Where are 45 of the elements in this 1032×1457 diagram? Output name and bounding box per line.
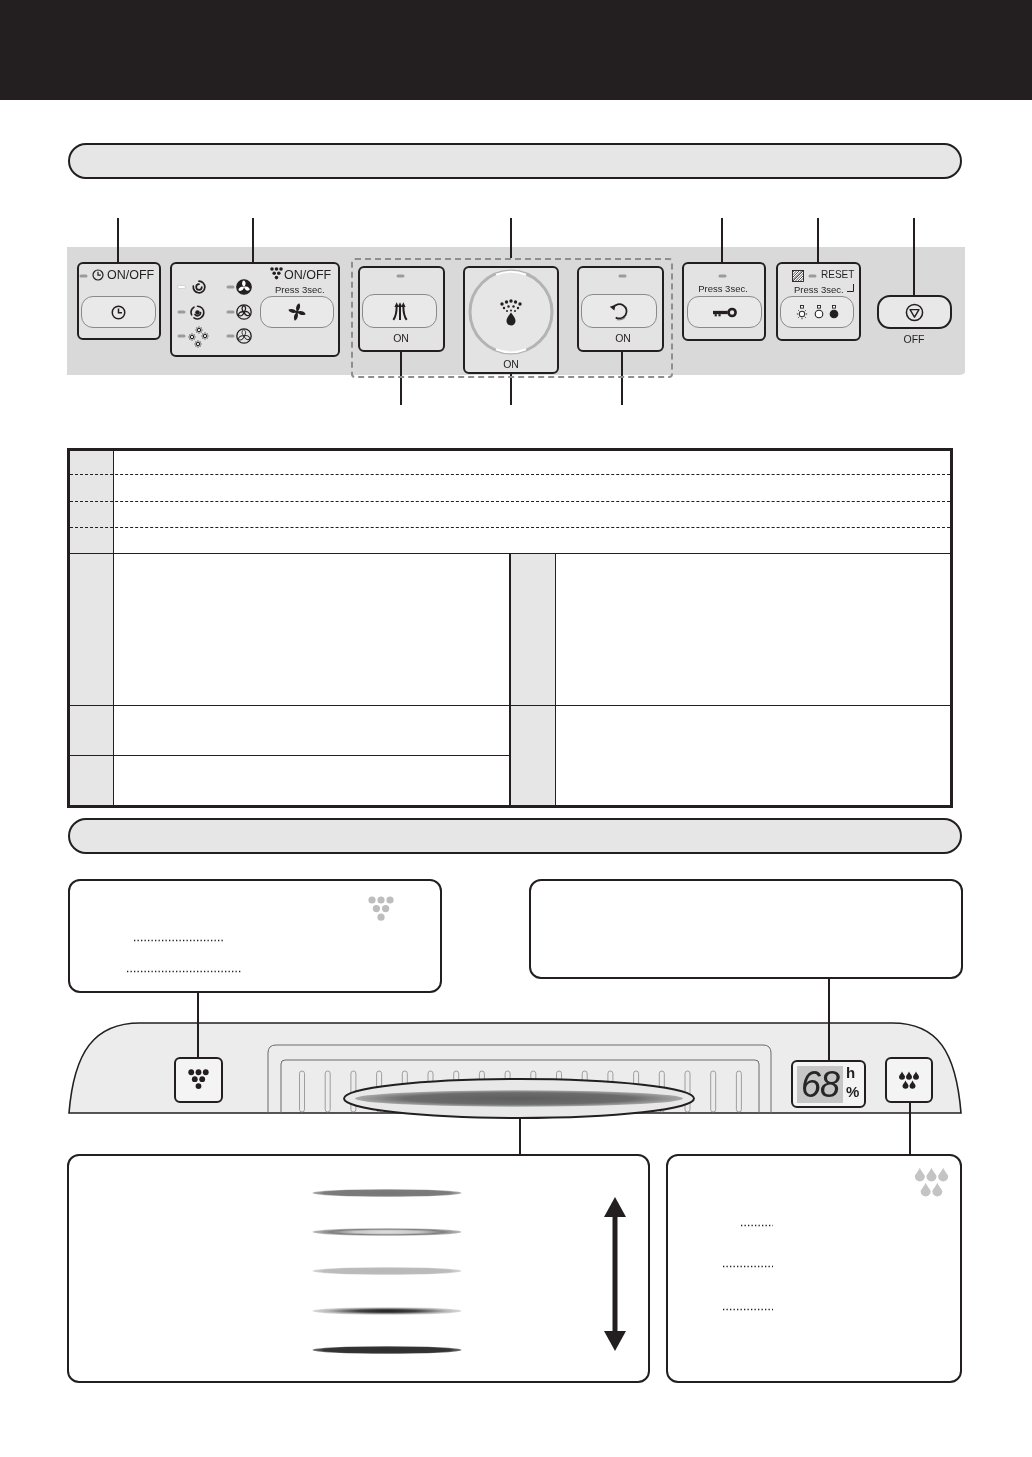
- panel-caption: ON: [393, 333, 409, 344]
- off-button: [877, 295, 952, 329]
- leader-line: [621, 351, 623, 406]
- dashed-group-outline: [351, 258, 673, 378]
- section-heading-bar: [68, 818, 962, 854]
- callout-box: [68, 879, 442, 993]
- control-group: [170, 262, 340, 357]
- instruction-text: Press 3sec.: [794, 285, 844, 295]
- leader-line: [252, 217, 254, 263]
- highlight-ellipse: [343, 1078, 695, 1119]
- unit-label: h: [846, 1065, 856, 1080]
- leader-line: [510, 373, 512, 406]
- leader-line: [817, 217, 819, 263]
- panel-caption: ON: [615, 333, 631, 344]
- leader-line: [909, 1102, 911, 1155]
- callout-box: [529, 879, 963, 979]
- leader-line: [400, 351, 402, 406]
- display-digits: 68: [797, 1066, 843, 1103]
- panel-caption: OFF: [903, 334, 925, 345]
- callout-box: [67, 1154, 650, 1383]
- callout-box: [666, 1154, 962, 1383]
- leader-line: [721, 217, 723, 263]
- section-heading-bar: [68, 143, 962, 179]
- control-group: [682, 262, 766, 341]
- leader-line: [197, 992, 199, 1058]
- control-group: [77, 262, 161, 340]
- panel-caption: RESET: [821, 270, 855, 280]
- instruction-text: Press 3sec.: [698, 284, 748, 294]
- leader-line: [519, 1118, 521, 1155]
- control-group: [577, 266, 664, 352]
- control-group: [776, 262, 861, 341]
- panel-caption: ON: [503, 359, 519, 370]
- device-button: [885, 1057, 933, 1103]
- panel-caption: ON/OFF: [284, 269, 332, 282]
- leader-line: [510, 217, 512, 259]
- leader-line: [913, 217, 915, 296]
- humidity-display: [791, 1060, 866, 1108]
- device-button: [174, 1057, 223, 1103]
- control-group: [463, 266, 559, 374]
- instruction-text: Press 3sec.: [275, 285, 325, 295]
- control-group: [358, 266, 445, 352]
- leader-line: [117, 217, 119, 263]
- panel-caption: ON/OFF: [107, 269, 155, 282]
- leader-line: [828, 978, 830, 1061]
- unit-label: %: [846, 1084, 860, 1099]
